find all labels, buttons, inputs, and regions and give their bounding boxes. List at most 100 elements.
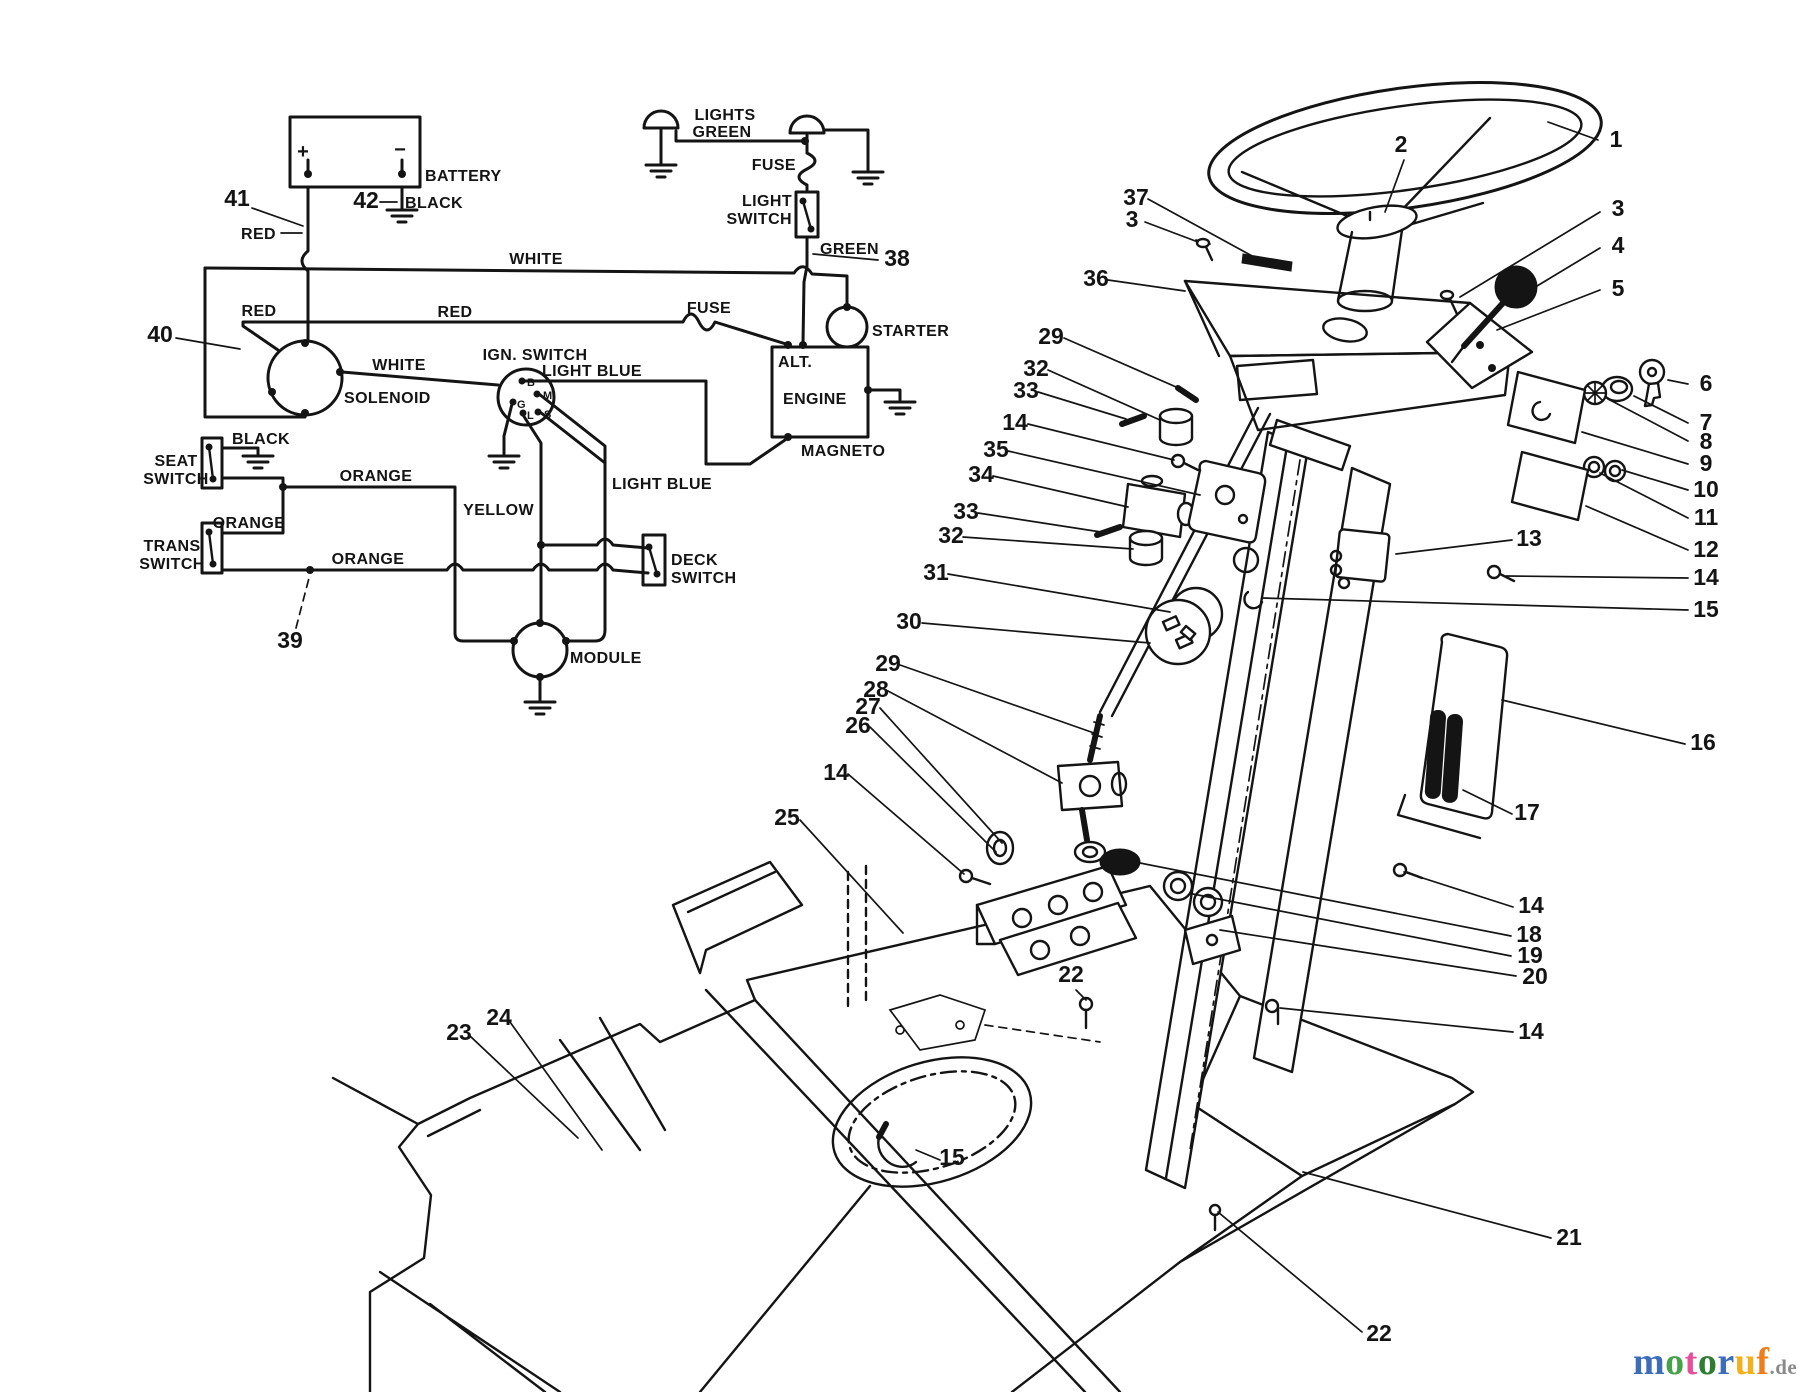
- seat-switch-label: SEAT: [154, 453, 197, 470]
- bolt-icon: [1208, 1203, 1222, 1232]
- callout-14: 14: [1693, 564, 1719, 590]
- motoruf-logo: motoruf.de: [1633, 1340, 1797, 1384]
- callout-35: 35: [983, 436, 1009, 462]
- callout-29: 29: [1038, 323, 1064, 349]
- wire-label-white: WHITE: [509, 251, 563, 268]
- callout-34: 34: [968, 461, 994, 487]
- callout-36: 36: [1083, 265, 1109, 291]
- callout-13: 13: [1516, 525, 1542, 551]
- light-switch-symbol: LIGHT SWITCH: [726, 190, 820, 239]
- solenoid-symbol: SOLENOID: [266, 339, 431, 417]
- wire-label-white: WHITE: [372, 357, 426, 374]
- callout-12: 12: [1693, 536, 1719, 562]
- wire-label-red: RED: [242, 303, 277, 320]
- callout-15: 15: [939, 1144, 965, 1170]
- callout-4: 4: [1612, 232, 1625, 258]
- wire-label-lightblue: LIGHT BLUE: [542, 363, 642, 380]
- callout-numbers: 1 2 3 3 4 5 6 7 8 9 10 11 12 13 14 15 16…: [446, 126, 1719, 1346]
- callout-25: 25: [774, 804, 800, 830]
- callout-32: 32: [1023, 355, 1049, 381]
- wire-battery-positive: [300, 185, 310, 343]
- wire-label-green: GREEN: [820, 241, 879, 258]
- wire-orange-to-deck: [220, 562, 650, 575]
- magneto-label: MAGNETO: [801, 443, 885, 460]
- wire-orange-to-module: [281, 485, 514, 643]
- deck-switch-label: SWITCH: [671, 570, 737, 587]
- ign-terminal-b: B: [527, 377, 535, 389]
- logo-letter: o: [1697, 1341, 1718, 1383]
- logo-letter: t: [1684, 1341, 1698, 1383]
- callout-1: 1: [1610, 126, 1623, 152]
- column-hardware: [1094, 385, 1516, 666]
- trans-switch-symbol: TRANS SWITCH: [139, 521, 224, 575]
- ign-switch-label: IGN. SWITCH: [483, 347, 588, 364]
- callout-42: 42: [353, 187, 379, 213]
- logo-letter: r: [1717, 1341, 1735, 1383]
- fuse-label: FUSE: [752, 157, 796, 174]
- callout-38: 38: [884, 245, 910, 271]
- shift-knob: [1494, 265, 1538, 309]
- fuse-label: FUSE: [687, 300, 731, 317]
- wire-white-loop: [203, 266, 307, 419]
- wire-white-to-starter: [203, 265, 849, 309]
- wire-yellow-to-deck: [539, 537, 650, 550]
- callout-33: 33: [953, 498, 979, 524]
- interlock-switch-part: [1329, 528, 1391, 590]
- lights-symbols: LIGHTS GREEN FUSE: [642, 107, 885, 194]
- callout-31: 31: [923, 559, 949, 585]
- parts-diagram: 1 2 3 3 4 5 6 7 8 9 10 11 12 13 14 15 16…: [331, 81, 1719, 1392]
- rubber-bumper: [1099, 848, 1141, 876]
- callout-18: 18: [1516, 921, 1542, 947]
- callout-23: 23: [446, 1019, 472, 1045]
- solenoid-label: SOLENOID: [344, 390, 431, 407]
- callout-37: 37: [1123, 184, 1149, 210]
- ignition-switch-part: [1144, 586, 1224, 666]
- bolt-icon: [1264, 998, 1280, 1026]
- module-label: MODULE: [570, 650, 642, 667]
- star-washer: [1582, 380, 1608, 406]
- seat-switch-symbol: SEAT SWITCH: [143, 436, 224, 490]
- callout-30: 30: [896, 608, 922, 634]
- ground-icon: [487, 454, 521, 470]
- callout-29: 29: [875, 650, 901, 676]
- wire-label-orange: ORANGE: [332, 551, 405, 568]
- ground-icon: [241, 454, 275, 470]
- callout-5: 5: [1612, 275, 1625, 301]
- logo-tld: .de: [1769, 1355, 1798, 1379]
- callout-14: 14: [1518, 1018, 1544, 1044]
- ground-icon: [644, 163, 678, 179]
- ground-icon: [851, 170, 885, 186]
- deck-switch-symbol: DECK SWITCH: [641, 533, 737, 587]
- engine-label: ENGINE: [783, 391, 847, 408]
- callout-10: 10: [1693, 476, 1719, 502]
- callout-32: 32: [938, 522, 964, 548]
- steering-wheel: [1207, 81, 1603, 313]
- battery-label: BATTERY: [425, 168, 502, 185]
- lights-label: LIGHTS: [694, 107, 755, 124]
- battery-minus: −: [394, 139, 406, 161]
- trans-switch-label: SWITCH: [139, 556, 205, 573]
- callout-19: 19: [1517, 942, 1543, 968]
- dash-panel: [1183, 279, 1534, 432]
- steering-column-supports: [1144, 418, 1392, 1190]
- wiring-schematic: + − BATTERY 41 42 BLACK RED SOLENOID 40 …: [139, 107, 949, 716]
- logo-letter: m: [1633, 1341, 1666, 1383]
- module-symbol: MODULE: [510, 619, 642, 681]
- wire-label-black: BLACK: [405, 195, 463, 212]
- ign-terminal-s: S: [544, 409, 551, 421]
- ignition-switch-symbol: B M G L S IGN. SWITCH: [483, 347, 588, 427]
- ign-terminal-m: M: [543, 390, 552, 402]
- callout-2: 2: [1395, 131, 1408, 157]
- callout-22: 22: [1366, 1320, 1392, 1346]
- bolt-icon: [958, 868, 992, 886]
- screw-icon: [1170, 453, 1200, 472]
- wire-label-orange: ORANGE: [213, 515, 286, 532]
- callout-39: 39: [277, 627, 303, 653]
- ground-icon: [883, 400, 917, 416]
- wire-yellow: [521, 413, 543, 623]
- wire-orange-junction: [220, 476, 285, 535]
- callout-40: 40: [147, 321, 173, 347]
- compression-spring: [1424, 709, 1463, 803]
- wire-green-down: [801, 235, 809, 345]
